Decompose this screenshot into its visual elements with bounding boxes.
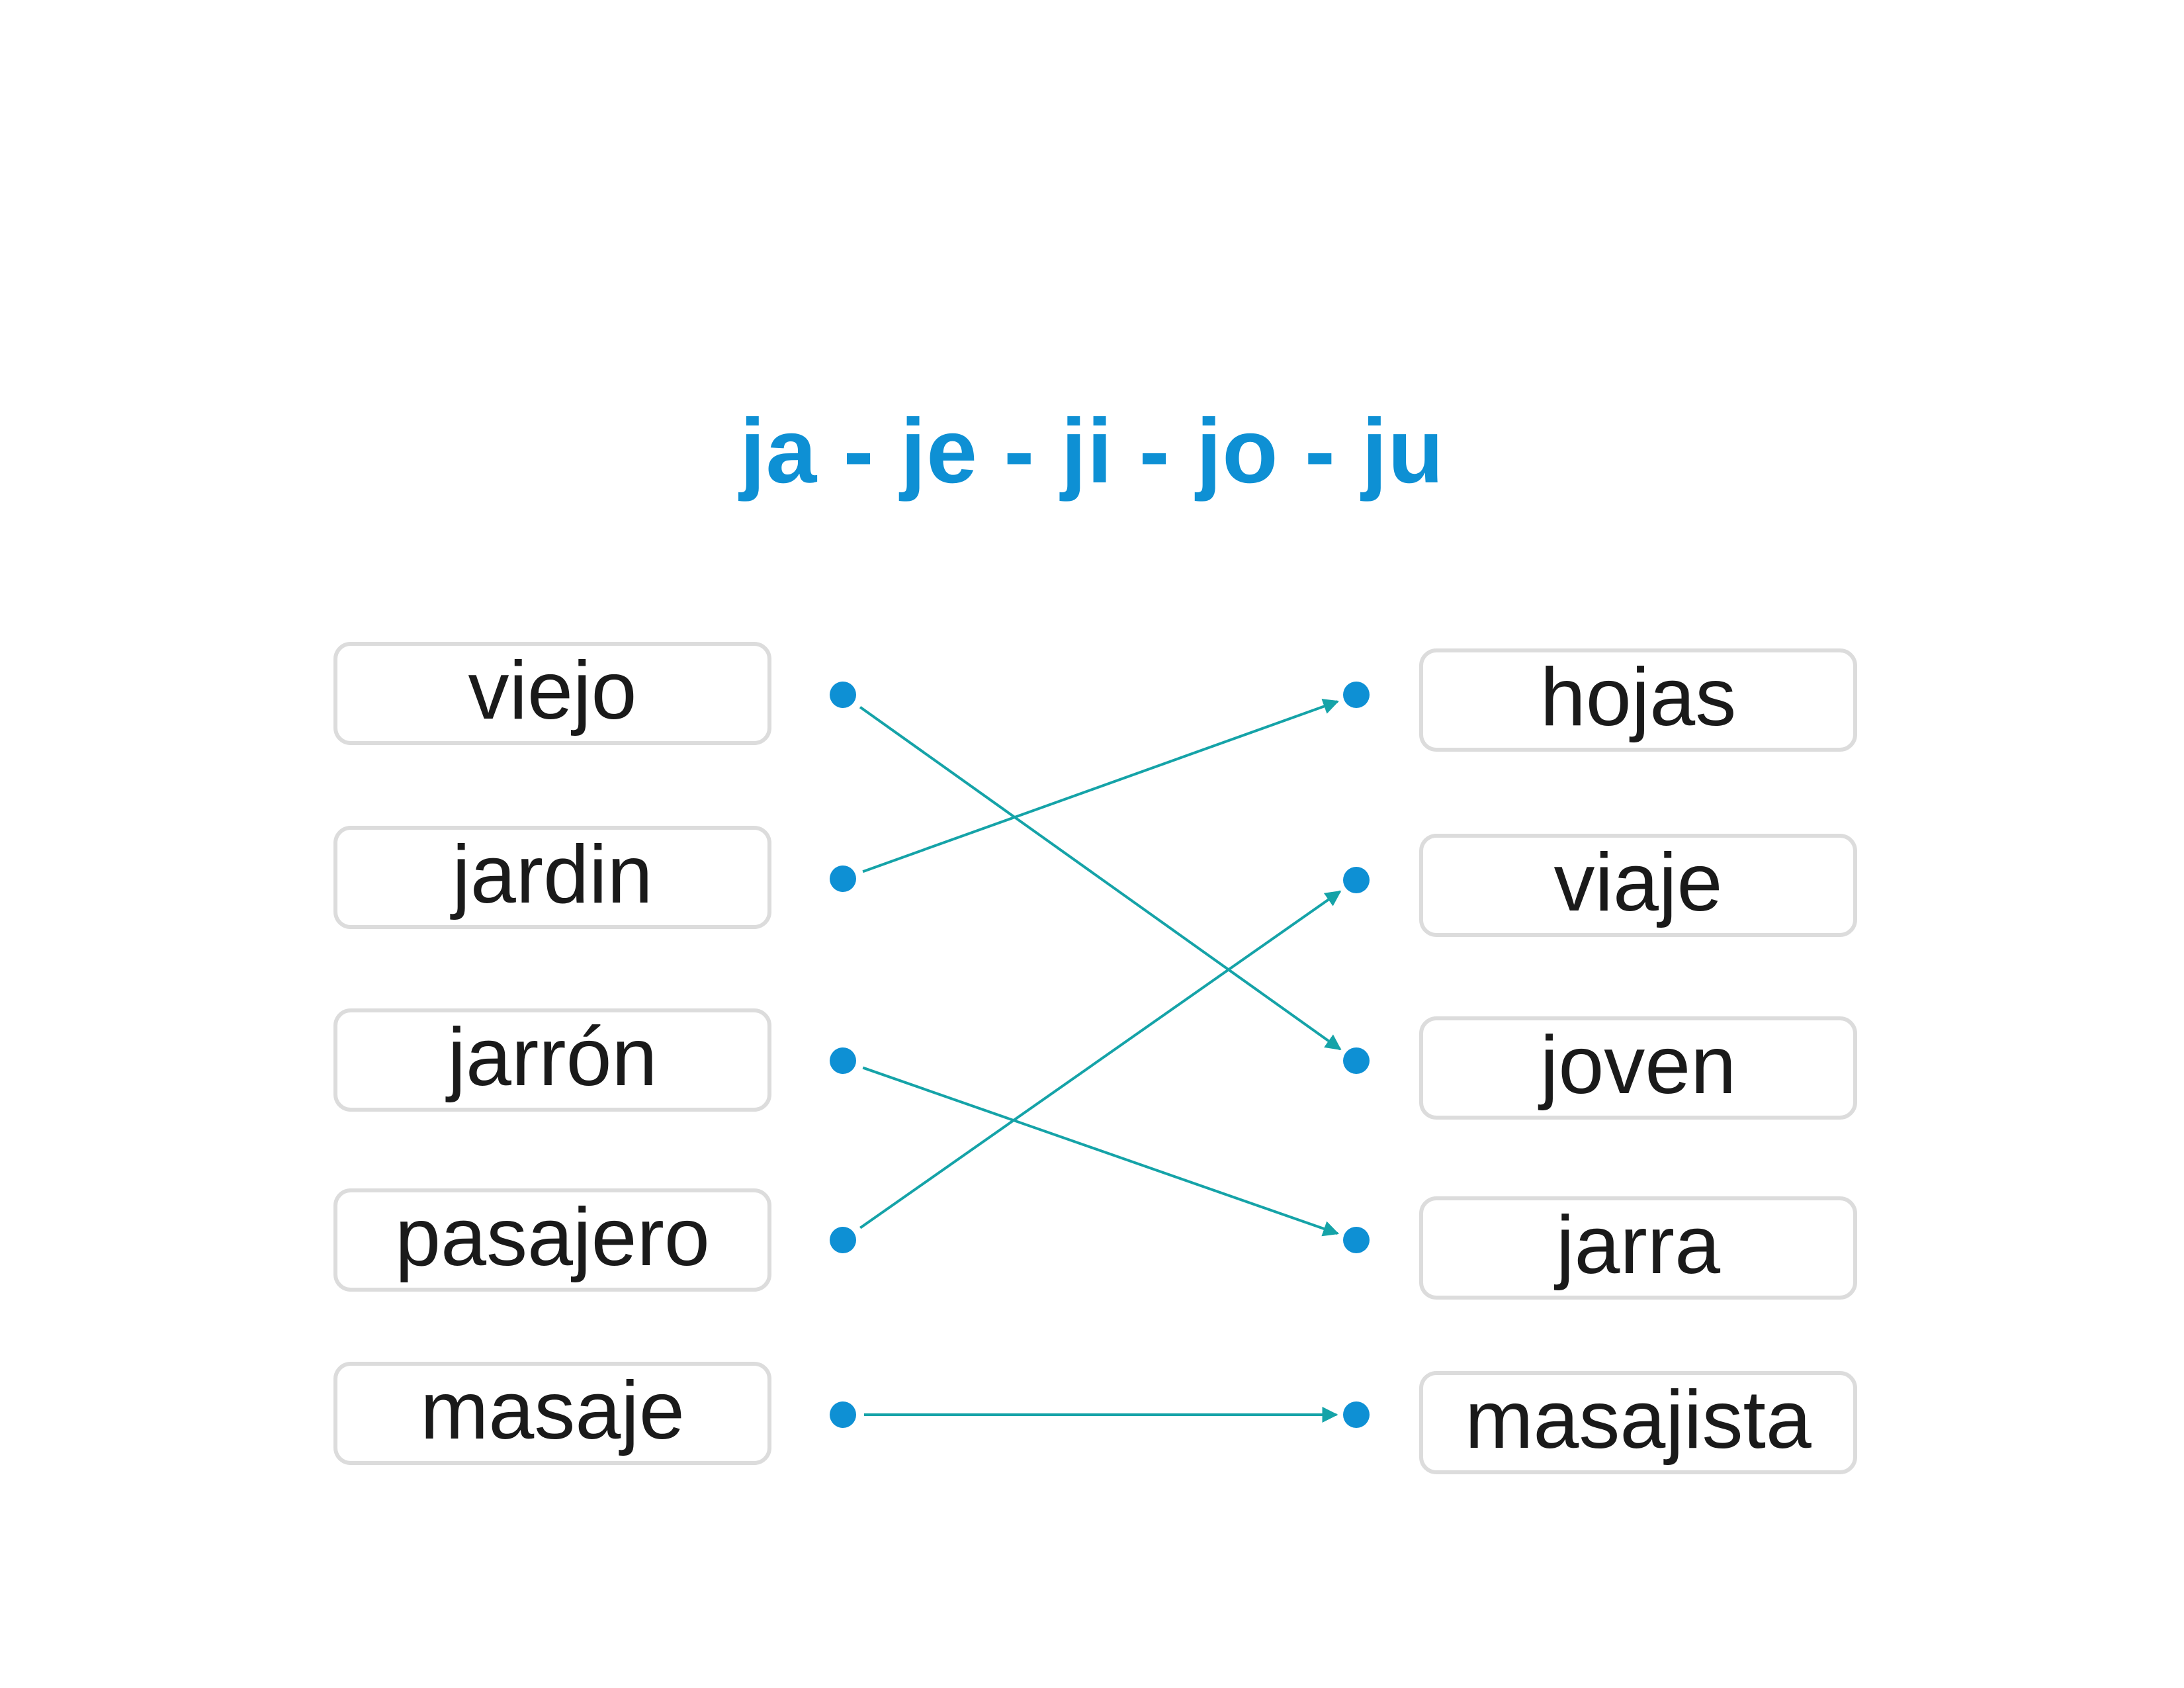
match-arrow-3: [862, 1066, 1339, 1237]
left-connector-dot-5[interactable]: [830, 1401, 856, 1428]
right-word-box-2[interactable]: viaje: [1419, 834, 1857, 937]
exercise-title: ja - je - ji - jo - ju: [740, 400, 1444, 502]
right-word-box-3[interactable]: joven: [1419, 1016, 1857, 1120]
left-connector-dot-4[interactable]: [830, 1227, 856, 1253]
left-connector-dot-3[interactable]: [830, 1047, 856, 1074]
right-connector-dot-5[interactable]: [1343, 1401, 1370, 1428]
left-connector-dot-1[interactable]: [830, 682, 856, 708]
left-word-label: jardin: [452, 829, 653, 920]
right-word-label: joven: [1540, 1020, 1737, 1111]
left-word-label: jarrón: [447, 1012, 658, 1103]
match-arrow-4: [859, 890, 1342, 1229]
left-word-label: viejo: [468, 645, 637, 736]
left-word-box-3[interactable]: jarrón: [333, 1008, 771, 1112]
right-word-label: viaje: [1553, 837, 1723, 928]
left-word-box-1[interactable]: viejo: [333, 642, 771, 745]
right-word-box-5[interactable]: masajista: [1419, 1371, 1857, 1474]
left-connector-dot-2[interactable]: [830, 866, 856, 892]
right-connector-dot-1[interactable]: [1343, 682, 1370, 708]
right-connector-dot-2[interactable]: [1343, 867, 1370, 893]
left-word-box-5[interactable]: masaje: [333, 1362, 771, 1465]
left-word-label: pasajero: [395, 1192, 710, 1283]
right-connector-dot-3[interactable]: [1343, 1047, 1370, 1074]
left-word-box-2[interactable]: jardin: [333, 826, 771, 929]
right-word-label: masajista: [1465, 1374, 1812, 1466]
match-arrow-1: [859, 705, 1342, 1051]
left-word-box-4[interactable]: pasajero: [333, 1188, 771, 1292]
match-arrow-2: [862, 699, 1340, 873]
right-connector-dot-4[interactable]: [1343, 1227, 1370, 1253]
right-word-label: jarra: [1555, 1200, 1721, 1291]
right-word-box-4[interactable]: jarra: [1419, 1196, 1857, 1300]
left-word-label: masaje: [420, 1365, 685, 1456]
right-word-box-1[interactable]: hojas: [1419, 648, 1857, 752]
right-word-label: hojas: [1540, 652, 1737, 743]
